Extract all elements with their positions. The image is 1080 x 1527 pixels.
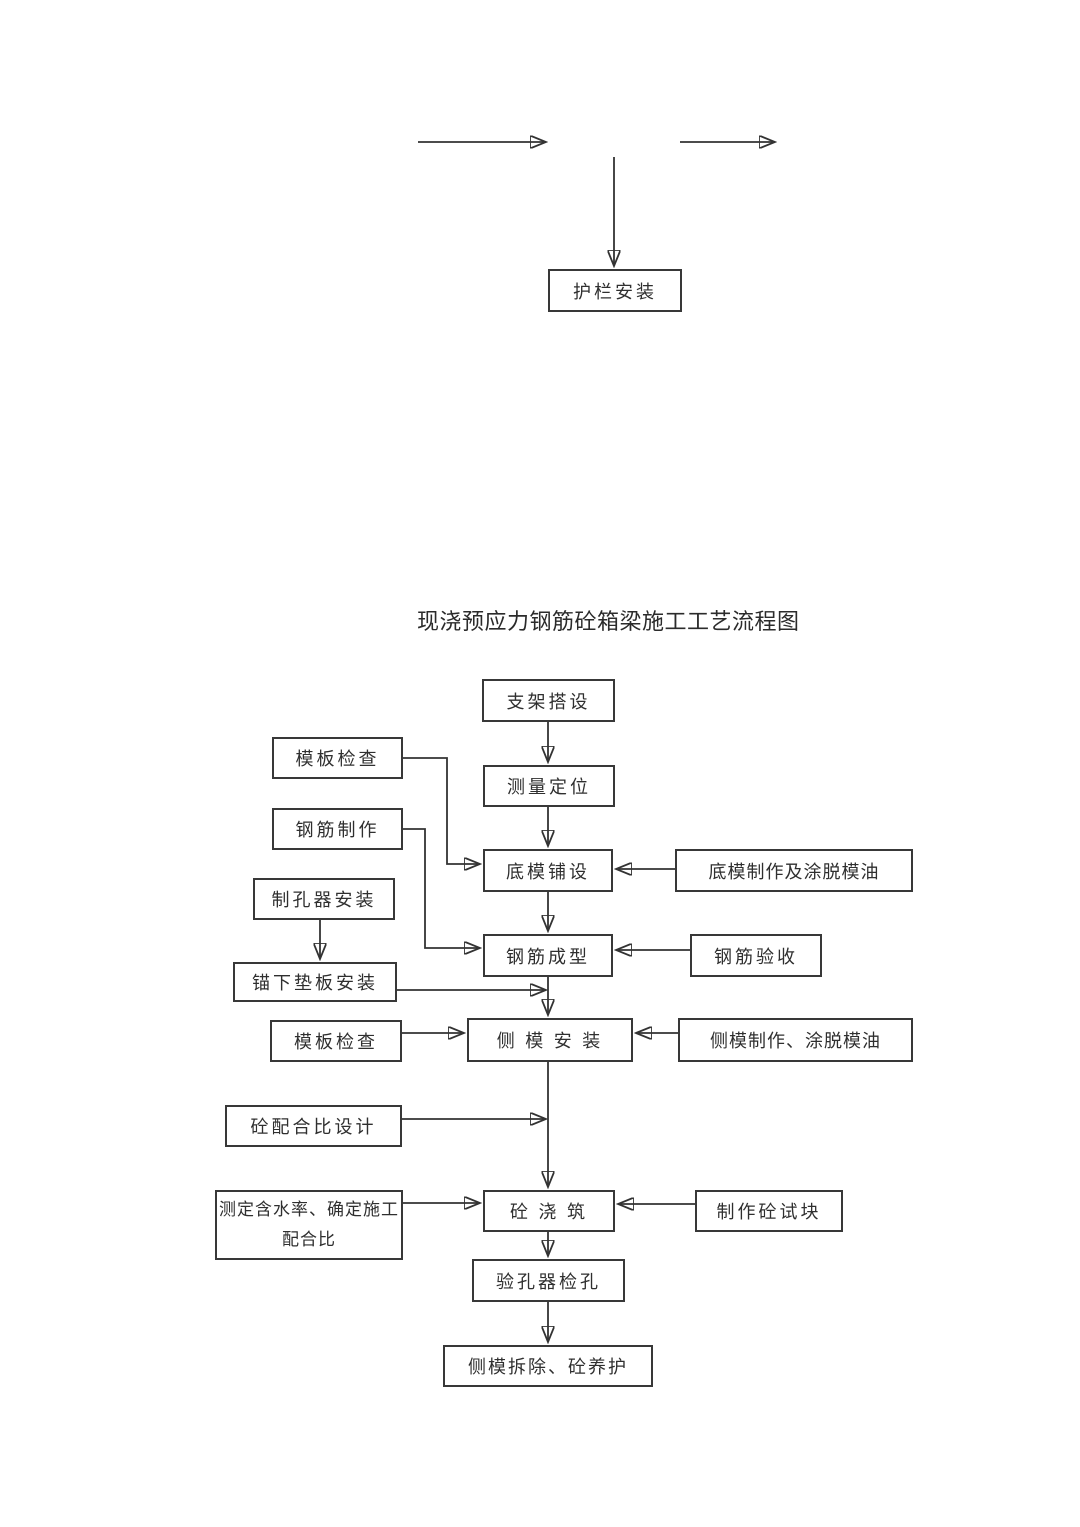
- node-rebar-fabrication: 钢筋制作: [272, 808, 403, 850]
- node-mix-ratio-design: 砼配合比设计: [225, 1105, 402, 1147]
- node-side-form-install: 侧 模 安 装: [467, 1018, 633, 1062]
- node-form-removal-curing: 侧模拆除、砼养护: [443, 1345, 653, 1387]
- node-hole-inspection-label: 验孔器检孔: [496, 1271, 601, 1292]
- flowchart-title: 现浇预应力钢筋砼箱梁施工工艺流程图: [417, 609, 800, 634]
- node-bottom-form-making: 底模制作及涂脱模油: [675, 849, 913, 892]
- node-hole-inspection: 验孔器检孔: [472, 1259, 625, 1302]
- node-survey-positioning: 测量定位: [483, 765, 615, 807]
- node-bottom-form-laying-label: 底模铺设: [506, 861, 590, 882]
- node-moisture-test-line2: 配合比: [282, 1230, 336, 1249]
- node-moisture-test-line1: 测定含水率、确定施工: [219, 1200, 399, 1219]
- node-scaffold-erection-label: 支架搭设: [506, 691, 591, 712]
- node-concrete-pouring-label: 砼 浇 筑: [510, 1202, 588, 1222]
- node-formwork-check-top: 模板检查: [272, 737, 403, 779]
- node-formwork-check-mid: 模板检查: [270, 1020, 402, 1062]
- node-survey-positioning-label: 测量定位: [507, 777, 591, 797]
- node-anchor-plate-install-label: 锚下垫板安装: [252, 973, 378, 993]
- node-guardrail-install: 护栏安装: [548, 269, 682, 312]
- connector-rebarfab-to-rebarforming: [403, 828, 480, 948]
- node-bottom-form-making-label: 底模制作及涂脱模油: [708, 861, 880, 882]
- node-hole-former-install-label: 制孔器安装: [271, 890, 377, 910]
- node-rebar-acceptance-label: 钢筋验收: [714, 946, 798, 967]
- node-moisture-test: 测定含水率、确定施工 配合比: [215, 1190, 403, 1260]
- node-form-removal-curing-label: 侧模拆除、砼养护: [468, 1357, 628, 1377]
- node-test-block-making: 制作砼试块: [695, 1190, 843, 1232]
- node-formwork-check-mid-label: 模板检查: [294, 1032, 378, 1052]
- node-rebar-acceptance: 钢筋验收: [690, 934, 822, 977]
- node-rebar-forming: 钢筋成型: [483, 934, 613, 977]
- node-hole-former-install: 制孔器安装: [253, 878, 395, 920]
- node-bottom-form-laying: 底模铺设: [483, 849, 613, 892]
- node-guardrail-install-label: 护栏安装: [573, 281, 657, 302]
- node-anchor-plate-install: 锚下垫板安装: [233, 962, 397, 1002]
- node-rebar-fabrication-label: 钢筋制作: [295, 820, 380, 840]
- node-concrete-pouring: 砼 浇 筑: [483, 1190, 615, 1232]
- node-formwork-check-top-label: 模板检查: [295, 749, 380, 769]
- connector-formworkcheck-to-bottomform: [403, 757, 480, 864]
- node-test-block-making-label: 制作砼试块: [716, 1202, 822, 1222]
- node-scaffold-erection: 支架搭设: [482, 679, 615, 722]
- node-side-form-making-label: 侧模制作、涂脱模油: [710, 1031, 881, 1051]
- node-side-form-install-label: 侧 模 安 装: [496, 1031, 604, 1051]
- node-side-form-making: 侧模制作、涂脱模油: [678, 1018, 913, 1062]
- node-rebar-forming-label: 钢筋成型: [506, 946, 590, 967]
- node-mix-ratio-design-label: 砼配合比设计: [250, 1117, 377, 1137]
